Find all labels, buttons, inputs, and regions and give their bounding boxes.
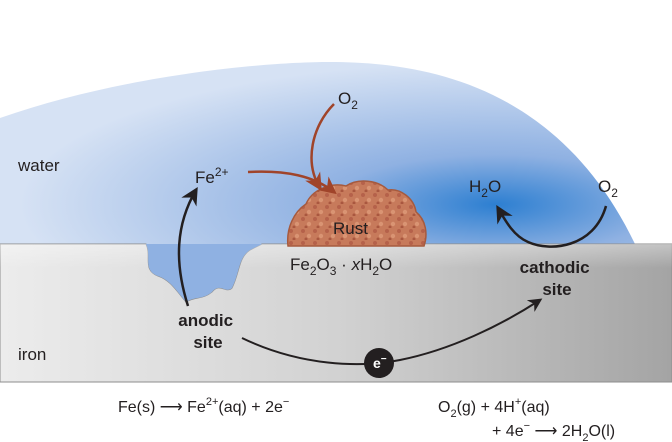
anode-equation: Fe(s) ⟶ Fe2+(aq) + 2e− <box>118 396 289 416</box>
cathode-equation-line1: O2(g) + 4H+(aq) <box>438 396 550 420</box>
iron-sheen <box>0 244 672 268</box>
h2o-label: H2O <box>469 177 501 200</box>
rust-label: Rust <box>333 219 368 238</box>
water-droplet <box>0 62 635 252</box>
o2-top-label: O2 <box>338 89 358 112</box>
water-label: water <box>17 156 60 175</box>
rust-deposit <box>286 180 427 247</box>
o2-right-label: O2 <box>598 177 618 200</box>
fe2-to-rust-arrow <box>247 170 337 195</box>
pit-water <box>146 244 262 302</box>
rust-formula: Fe2O3 · xH2O <box>290 255 392 278</box>
fe2-ion-arrow <box>177 186 198 307</box>
electron-label: e− <box>373 354 387 371</box>
electron-badge <box>364 348 394 378</box>
cathode-equation-line2: + 4e− ⟶ 2H2O(l) <box>492 420 615 442</box>
electron-flow-arrow <box>241 298 543 366</box>
o2-to-rust-arrow <box>305 103 335 191</box>
anodic-site-label: anodic site <box>178 311 238 352</box>
o2-to-h2o-arrow <box>496 204 608 248</box>
cathodic-site-label: cathodic site <box>520 258 595 299</box>
iron-label: iron <box>18 345 46 364</box>
fe2-ion-label: Fe2+ <box>195 165 229 187</box>
